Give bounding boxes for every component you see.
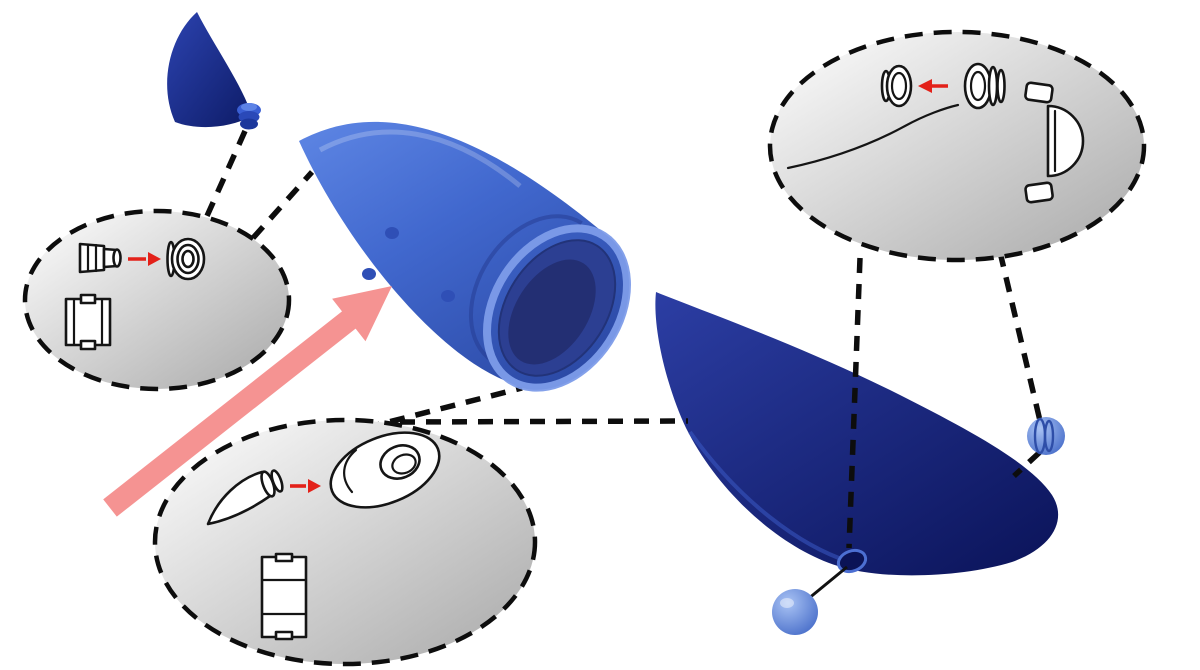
tail-socket-hole xyxy=(836,548,868,574)
callout-bottom-cone-detail xyxy=(152,417,538,667)
dash-knob-to-tail-body xyxy=(1012,449,1042,479)
square-bracket-icon xyxy=(64,293,112,351)
cone-plug-icon xyxy=(206,469,284,526)
cone-hole-dot xyxy=(441,290,455,302)
nose-cone-shell xyxy=(299,121,631,392)
stepped-plug-icon xyxy=(78,242,122,274)
dorsal-fin xyxy=(167,12,261,130)
link-sphere-to-hole xyxy=(807,565,848,601)
sphere-highlight xyxy=(780,598,794,608)
tail-body-shell xyxy=(655,292,1059,576)
red-arrow-icon xyxy=(918,79,948,93)
dorsal-fin-shape xyxy=(167,12,252,128)
callout-topright-cap-detail xyxy=(767,29,1147,263)
sphere-ball xyxy=(772,589,818,635)
assembly-direction-arrow xyxy=(103,286,392,517)
dash-bottom-callout-to-cone xyxy=(364,385,523,431)
dash-bottom-callout-to-tail xyxy=(399,418,689,425)
nose-cone-top-highlight xyxy=(318,129,522,188)
end-cap-icon xyxy=(880,64,913,108)
side-connector-knob xyxy=(1027,417,1065,455)
ribbed-cap-icon xyxy=(963,62,1006,110)
bottom-sphere xyxy=(772,589,818,635)
dash-top-callout-to-knob xyxy=(997,251,1044,426)
tail-edge-sheen xyxy=(688,430,851,564)
callout-left-plug-detail xyxy=(22,208,292,392)
dash-left-callout-to-cone xyxy=(250,170,315,240)
dash-top-callout-to-tail-hole xyxy=(846,257,863,549)
shell-opening-icon xyxy=(329,431,441,509)
rect-bracket-icon xyxy=(260,552,308,641)
ribbed-socket-icon xyxy=(166,237,206,281)
fin-connector-plug xyxy=(237,103,261,130)
nose-cone-holes xyxy=(362,227,455,302)
nose-cone-groove-ring xyxy=(468,214,583,363)
callout-ellipse xyxy=(767,29,1147,263)
dome-clip-icon xyxy=(1024,81,1085,204)
wire-icon xyxy=(786,103,960,170)
cone-hole-dot xyxy=(385,227,399,239)
nose-cone-opening-shadow xyxy=(508,259,596,365)
callout-ellipse xyxy=(22,208,292,392)
red-arrow-icon xyxy=(128,252,161,266)
cone-hole-dot xyxy=(362,268,376,280)
red-arrow-icon xyxy=(290,479,321,493)
knob-rib-2 xyxy=(1043,419,1055,453)
nose-cone-rim xyxy=(483,224,631,392)
connector-dash-lines xyxy=(204,129,1044,549)
